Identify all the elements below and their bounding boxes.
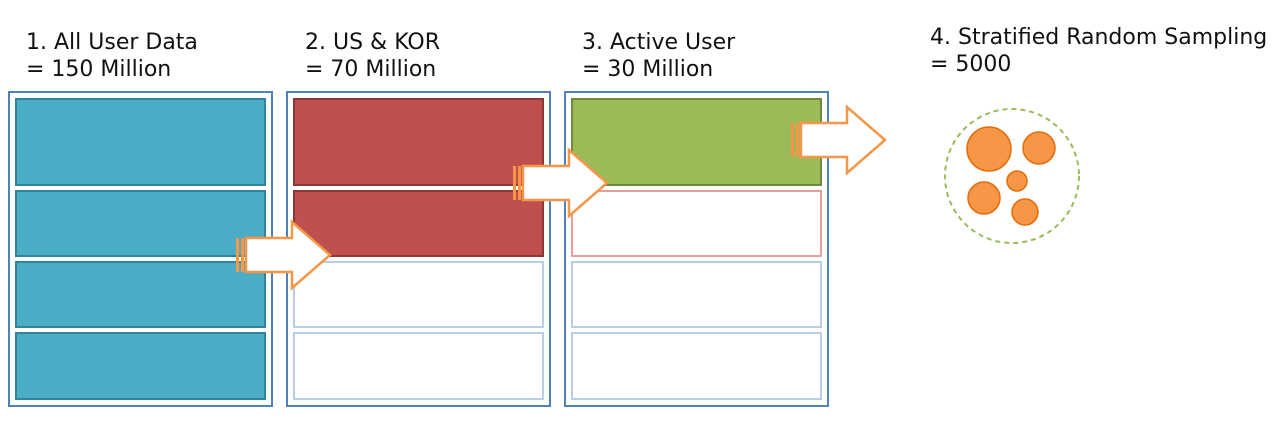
stage-2-segment-3 (293, 261, 544, 328)
stage-2-title: 2. US & KOR = 70 Million (305, 29, 440, 83)
flow-arrow-icon (236, 219, 332, 291)
stage-1-segment-1 (15, 98, 266, 186)
sample-dot-4 (1006, 170, 1028, 192)
arrow-1-body (244, 219, 332, 291)
stage-3-frame (564, 91, 829, 407)
stage-1-segment-2 (15, 190, 266, 257)
flow-arrows (236, 104, 887, 291)
stage-2-frame (286, 91, 551, 407)
stage-1-segment-4 (15, 332, 266, 400)
stage-3-name: 3. Active User (582, 30, 736, 55)
stage-3-segment-4 (571, 332, 822, 400)
stage-3-segment-1 (571, 98, 822, 186)
sample-cluster-icon (944, 108, 1080, 244)
arrow-2-stripe-1 (513, 166, 516, 200)
stage-3-count: = 30 Million (582, 57, 714, 82)
arrow-3-body (799, 104, 887, 176)
sample-dot-2 (1022, 131, 1056, 165)
arrow-3-stripe-1 (791, 123, 794, 157)
arrow-1-stripe-2 (241, 238, 244, 272)
stage-frames (8, 91, 829, 407)
stage-1-name: 1. All User Data (26, 30, 198, 55)
stage-1-count: = 150 Million (26, 57, 172, 82)
stage-4-count: = 5000 (930, 52, 1012, 77)
stage-1-title: 1. All User Data = 150 Million (26, 29, 198, 83)
stage-2-segment-4 (293, 332, 544, 400)
arrow-2-body (521, 147, 609, 219)
stage-4-name: 4. Stratified Random Sampling (930, 25, 1268, 50)
flow-arrow-icon (791, 104, 887, 176)
sample-outline (944, 108, 1080, 244)
stage-3-segment-2 (571, 190, 822, 257)
sample-dot-1 (966, 126, 1012, 172)
arrow-2-stripe-2 (518, 166, 521, 200)
stage-1-segment-3 (15, 261, 266, 328)
sample-dot-5 (1011, 198, 1039, 226)
stage-2-segment-1 (293, 98, 544, 186)
stage-3-title: 3. Active User = 30 Million (582, 29, 735, 83)
arrow-1-stripe-1 (236, 238, 239, 272)
arrow-3-stripe-2 (796, 123, 799, 157)
sample-dot-3 (967, 181, 1001, 215)
stage-1-frame (8, 91, 273, 407)
stage-2-name: 2. US & KOR (305, 30, 441, 55)
stage-4-title: 4. Stratified Random Sampling = 5000 (930, 24, 1267, 78)
flow-arrow-icon (513, 147, 609, 219)
stage-3-segment-3 (571, 261, 822, 328)
stage-2-segment-2 (293, 190, 544, 257)
stage-2-count: = 70 Million (305, 57, 437, 82)
